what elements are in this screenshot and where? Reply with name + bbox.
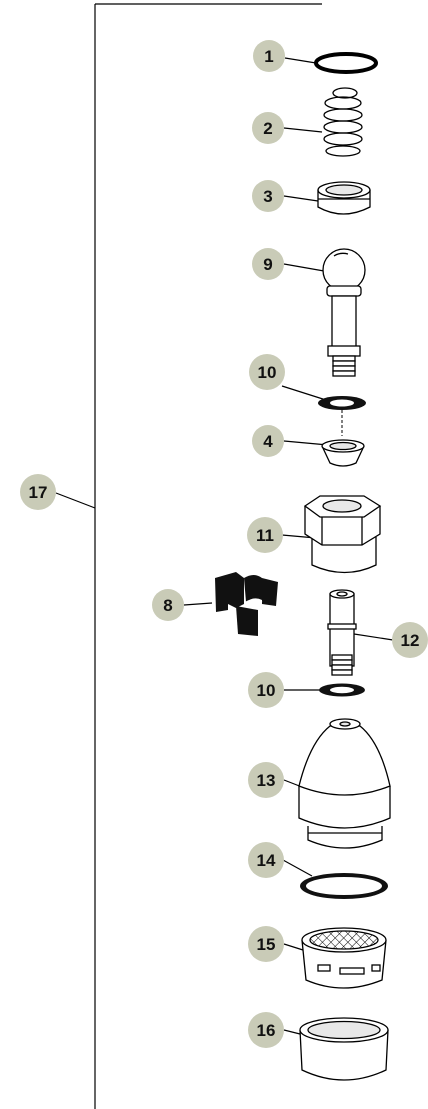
callout-label: 8: [163, 596, 172, 615]
clip-icon: [215, 572, 278, 636]
nozzle-tube-icon: [327, 589, 357, 676]
callout-16: 16: [248, 1012, 284, 1048]
callout-12: 12: [392, 622, 428, 658]
callout-label: 1: [264, 47, 273, 66]
callout-label: 17: [29, 483, 48, 502]
assembly-bracket: [94, 3, 322, 1109]
callout-2: 2: [252, 112, 284, 144]
callout-9: 9: [252, 248, 284, 280]
callout-10-upper: 10: [249, 354, 285, 390]
callout-label: 3: [263, 187, 272, 206]
washer-icon: [319, 683, 365, 697]
aerator-housing-icon: [299, 1017, 389, 1081]
callout-4: 4: [252, 425, 284, 457]
callout-14: 14: [248, 842, 284, 878]
spray-cap-icon: [298, 718, 391, 849]
callout-8: 8: [152, 589, 184, 621]
callout-label: 13: [257, 771, 276, 790]
hex-nut-icon: [303, 495, 382, 574]
callout-13: 13: [248, 762, 284, 798]
callout-label: 11: [256, 526, 274, 545]
gasket-icon: [300, 873, 388, 899]
ball-stem-icon: [322, 248, 366, 377]
callout-label: 9: [263, 255, 272, 274]
callout-17: 17: [20, 474, 56, 510]
callout-label: 15: [257, 935, 276, 954]
aerator-screen-icon: [301, 927, 387, 989]
callout-label: 10: [257, 681, 276, 700]
callout-11: 11: [247, 517, 283, 553]
o-ring-icon: [314, 52, 378, 74]
callout-label: 10: [258, 363, 277, 382]
callout-label: 2: [263, 119, 272, 138]
callout-1: 1: [253, 40, 285, 72]
washer-icon: [318, 396, 366, 436]
callout-label: 4: [263, 432, 273, 451]
spring-icon: [323, 87, 363, 157]
callout-3: 3: [252, 180, 284, 212]
callout-badges: 1 2 3 9 10 4 17 11 8 12 10 13 14 15 16: [20, 40, 428, 1048]
callout-15: 15: [248, 926, 284, 962]
valve-seat-icon: [317, 181, 371, 215]
callout-label: 12: [401, 631, 420, 650]
callout-label: 14: [257, 851, 276, 870]
cone-seal-icon: [321, 439, 365, 467]
callout-label: 16: [257, 1021, 276, 1040]
callout-10-lower: 10: [248, 672, 284, 708]
